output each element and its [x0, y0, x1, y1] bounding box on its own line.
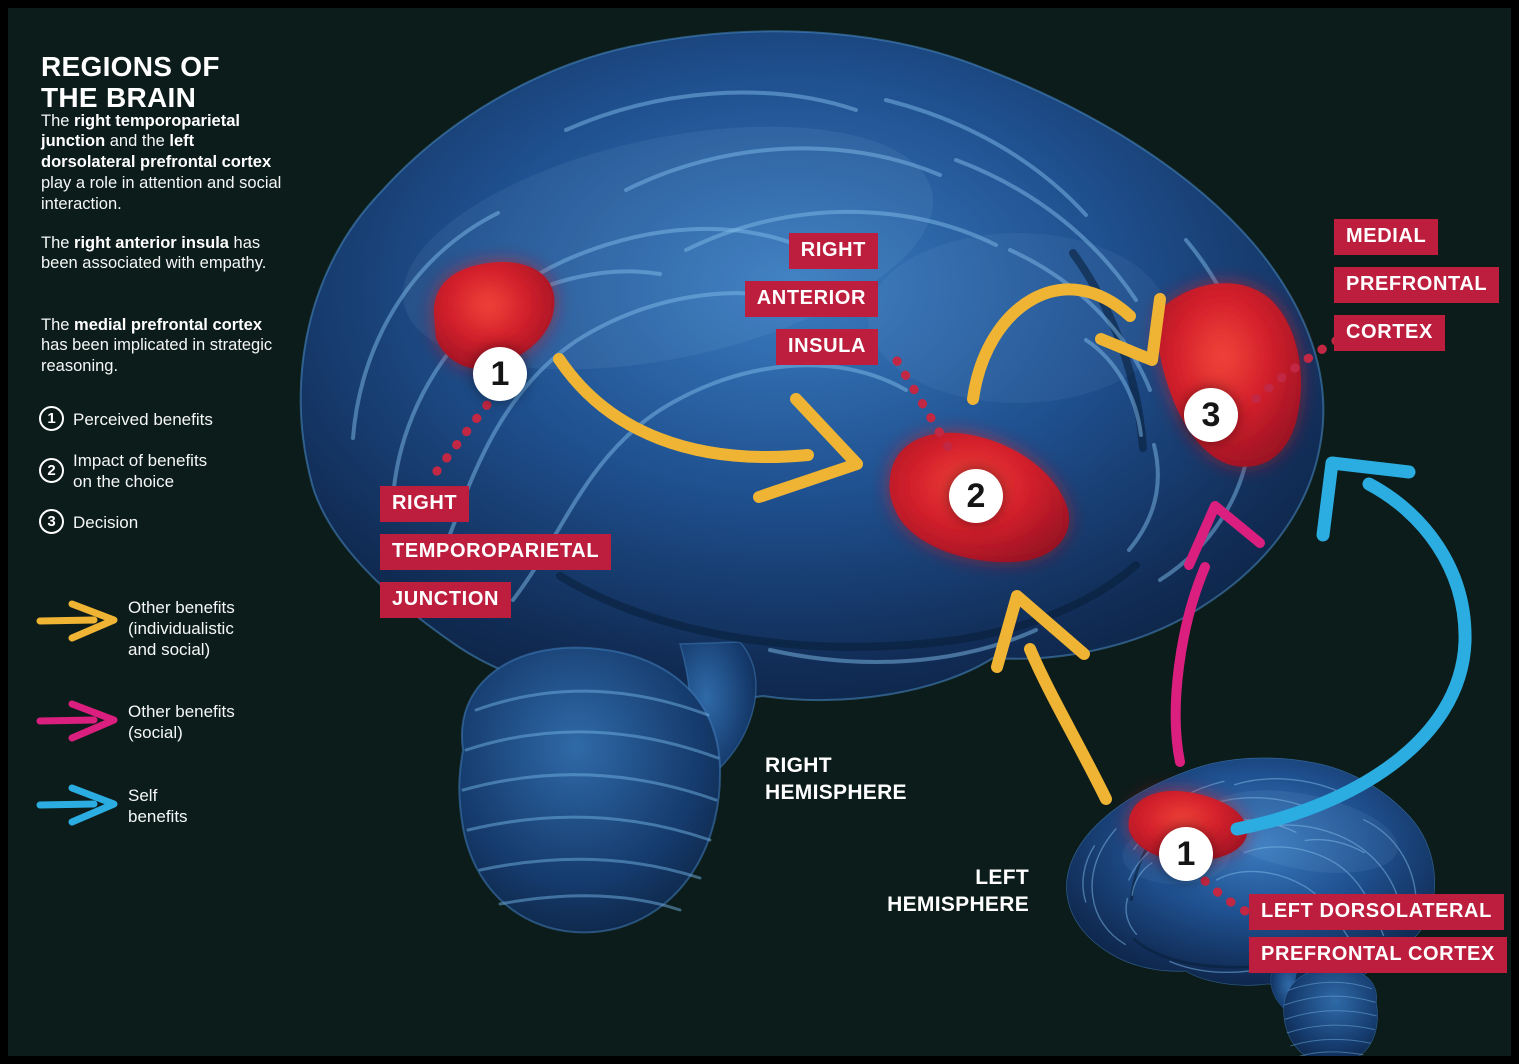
marker-2-right-anterior-insula: 2 [949, 469, 1003, 523]
legend-badge-3: 3 [39, 509, 64, 534]
connector-marker1-to-tpj-label [429, 400, 492, 480]
flow-arrows [553, 283, 1472, 836]
legend-label-impact-of-benefits: Impact of benefits on the choice [73, 451, 208, 492]
right-hemisphere-caption: RIGHT HEMISPHERE [765, 754, 907, 805]
marker-1-left-dorsolateral-prefrontal-cortex: 1 [1159, 827, 1213, 881]
yellow-arrow-1-to-2 [553, 353, 814, 464]
legend-badge-2: 2 [39, 458, 64, 483]
legend-pink-arrow-icon [36, 700, 118, 742]
cyan-arrow-self-benefits [1230, 477, 1472, 836]
label-line: ANTERIOR [744, 281, 878, 317]
label-line: PREFRONTAL [1334, 267, 1500, 303]
legend-cyan-arrow-icon [36, 784, 118, 826]
pink-arrow-social-benefits-head [1184, 501, 1265, 570]
legend-label-other-benefits-social: Other benefits (social) [128, 702, 235, 743]
legend-yellow-arrow-icon [36, 600, 118, 642]
pink-arrow-social-benefits [1170, 562, 1210, 767]
label-line: TEMPOROPARIETAL [380, 534, 612, 570]
label-line: CORTEX [1334, 315, 1445, 351]
connector-mpfc-region-to-label [1251, 334, 1344, 404]
marker-1-right-temporoparietal-junction: 1 [473, 347, 527, 401]
page-title: REGIONS OF THE BRAIN [41, 50, 220, 114]
label-line: MEDIAL [1334, 219, 1439, 255]
label-medial-prefrontal-cortex: MEDIAL PREFRONTAL CORTEX [1334, 219, 1500, 351]
label-right-anterior-insula: RIGHT ANTERIOR INSULA [744, 233, 878, 365]
legend-label-other-benefits-individualistic: Other benefits (individualistic and soci… [128, 598, 235, 660]
intro-paragraph-3: The medial prefrontal cortex has been im… [41, 315, 273, 376]
legend-label-self-benefits: Self benefits [128, 786, 188, 827]
legend-badge-1: 1 [39, 406, 64, 431]
yellow-arrow-left-to-right-hemisphere [1024, 643, 1112, 805]
label-line: RIGHT [788, 233, 878, 269]
label-right-temporoparietal-junction: RIGHT TEMPOROPARIETAL JUNCTION [380, 486, 612, 618]
label-line: RIGHT [380, 486, 470, 522]
label-line: LEFT DORSOLATERAL [1249, 894, 1504, 930]
intro-paragraph-1: The right temporoparietal junction and t… [41, 111, 282, 213]
dotted-connectors [429, 334, 1344, 916]
yellow-arrow-left-to-right-hemisphere-head [991, 590, 1090, 673]
legend-label-decision: Decision [73, 513, 139, 532]
yellow-arrow-2-to-3-head [1095, 293, 1166, 366]
marker-3-medial-prefrontal-cortex: 3 [1184, 388, 1238, 442]
cyan-arrow-self-benefits-head [1316, 456, 1416, 542]
label-line: INSULA [775, 329, 878, 365]
connector-marker1-to-dlpfc-label [1200, 876, 1250, 916]
connector-insula-label-to-region [892, 356, 959, 462]
label-left-dorsolateral-prefrontal-cortex: LEFT DORSOLATERAL PREFRONTAL CORTEX [1249, 894, 1507, 973]
left-hemisphere-caption: LEFT HEMISPHERE [887, 866, 1029, 917]
label-line: JUNCTION [380, 582, 512, 618]
yellow-arrow-2-to-3 [967, 283, 1136, 405]
yellow-arrow-1-to-2-head [753, 393, 863, 503]
legend-label-perceived-benefits: Perceived benefits [73, 410, 213, 429]
intro-paragraph-2: The right anterior insula has been assoc… [41, 233, 267, 273]
label-line: PREFRONTAL CORTEX [1249, 937, 1507, 973]
